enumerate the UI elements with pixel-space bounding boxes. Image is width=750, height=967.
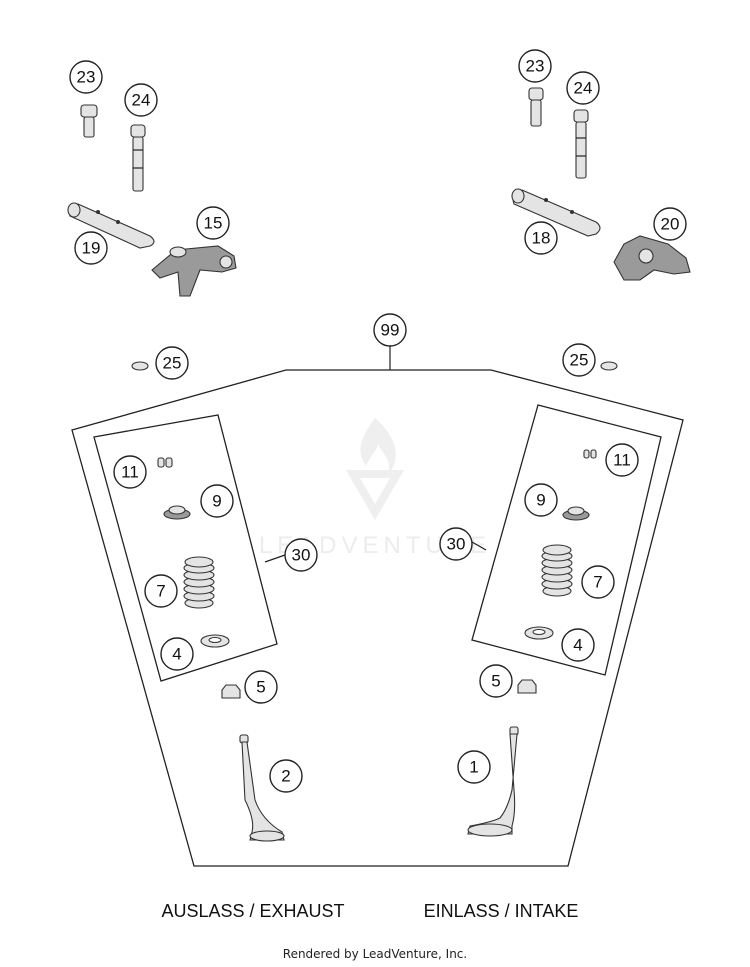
svg-text:7: 7	[156, 582, 165, 601]
callout-23-right: 23	[518, 49, 552, 83]
spring-kit-frame-intake	[471, 404, 662, 676]
shim-25-right	[600, 361, 618, 371]
valve-keepers-11-left	[157, 457, 173, 468]
svg-text:9: 9	[536, 491, 545, 510]
callout-5-left: 5	[244, 670, 278, 704]
callout-4-left: 4	[160, 637, 194, 671]
exhaust-valve-2	[239, 734, 285, 842]
svg-text:24: 24	[574, 79, 593, 98]
svg-text:7: 7	[593, 573, 602, 592]
svg-text:18: 18	[532, 229, 551, 248]
callout-25-left: 25	[155, 346, 189, 380]
callout-9-right: 9	[524, 483, 558, 517]
callout-20: 20	[653, 207, 687, 241]
svg-text:4: 4	[172, 645, 181, 664]
leader-30-right	[471, 541, 487, 551]
callout-25-right: 25	[562, 343, 596, 377]
rocker-arm-20	[613, 235, 691, 281]
svg-text:5: 5	[256, 678, 265, 697]
svg-text:2: 2	[281, 767, 290, 786]
callout-30-left: 30	[284, 538, 318, 572]
callout-2: 2	[269, 759, 303, 793]
svg-text:11: 11	[121, 463, 139, 482]
valve-seal-5-left	[221, 684, 241, 699]
callout-4-right: 4	[561, 628, 595, 662]
exhaust-caption: AUSLASS / EXHAUST	[161, 901, 344, 921]
bolt-24-left	[130, 124, 146, 192]
callout-7-right: 7	[581, 565, 615, 599]
valve-keepers-11-right	[583, 449, 597, 459]
valve-spring-7-right	[541, 544, 573, 597]
screw-23-right	[528, 87, 544, 127]
rocker-shaft-19	[67, 202, 155, 249]
leader-30-left	[264, 554, 286, 563]
svg-text:99: 99	[381, 321, 400, 340]
svg-text:25: 25	[163, 354, 182, 373]
svg-text:19: 19	[82, 239, 101, 258]
watermark-flame-icon	[360, 418, 396, 474]
callout-9-left: 9	[200, 484, 234, 518]
rocker-shaft-18	[511, 188, 601, 237]
callout-7-left: 7	[144, 574, 178, 608]
callout-18: 18	[524, 221, 558, 255]
svg-text:23: 23	[77, 68, 96, 87]
callout-24-right: 24	[566, 71, 600, 105]
spring-retainer-9-left	[163, 505, 191, 520]
svg-text:11: 11	[613, 451, 631, 470]
callout-24-left: 24	[124, 83, 158, 117]
spring-seat-4-left	[200, 634, 230, 648]
svg-text:24: 24	[132, 91, 151, 110]
bolt-24-right	[573, 109, 589, 179]
svg-text:20: 20	[661, 215, 680, 234]
callout-19: 19	[74, 231, 108, 265]
callout-11-right: 11	[605, 443, 639, 477]
svg-text:30: 30	[447, 535, 466, 554]
callout-15: 15	[196, 206, 230, 240]
svg-text:25: 25	[570, 351, 589, 370]
callout-99: 99	[373, 313, 407, 347]
svg-text:9: 9	[212, 492, 221, 511]
watermark-v-icon	[346, 470, 404, 520]
footer-credit: Rendered by LeadVenture, Inc.	[282, 947, 468, 961]
intake-caption: EINLASS / INTAKE	[424, 901, 579, 921]
valve-seal-5-right	[517, 679, 537, 694]
svg-text:23: 23	[526, 57, 545, 76]
screw-23-left	[80, 104, 98, 138]
spring-seat-4-right	[524, 626, 554, 640]
valve-spring-7-left	[183, 556, 215, 609]
spring-retainer-9-right	[562, 506, 590, 521]
callout-5-right: 5	[479, 664, 513, 698]
svg-text:5: 5	[491, 672, 500, 691]
valve-kit-frame	[71, 369, 684, 867]
svg-text:30: 30	[292, 546, 311, 565]
callout-23-left: 23	[69, 60, 103, 94]
rocker-arm-15	[151, 245, 237, 297]
callout-1: 1	[457, 750, 491, 784]
svg-text:15: 15	[204, 214, 223, 233]
callout-11-left: 11	[113, 455, 147, 489]
svg-text:4: 4	[573, 636, 582, 655]
shim-25-left	[131, 361, 149, 371]
spring-kit-frame-exhaust	[93, 414, 278, 682]
intake-valve-1	[467, 726, 519, 837]
callout-30-right: 30	[439, 527, 473, 561]
svg-text:1: 1	[469, 758, 478, 777]
